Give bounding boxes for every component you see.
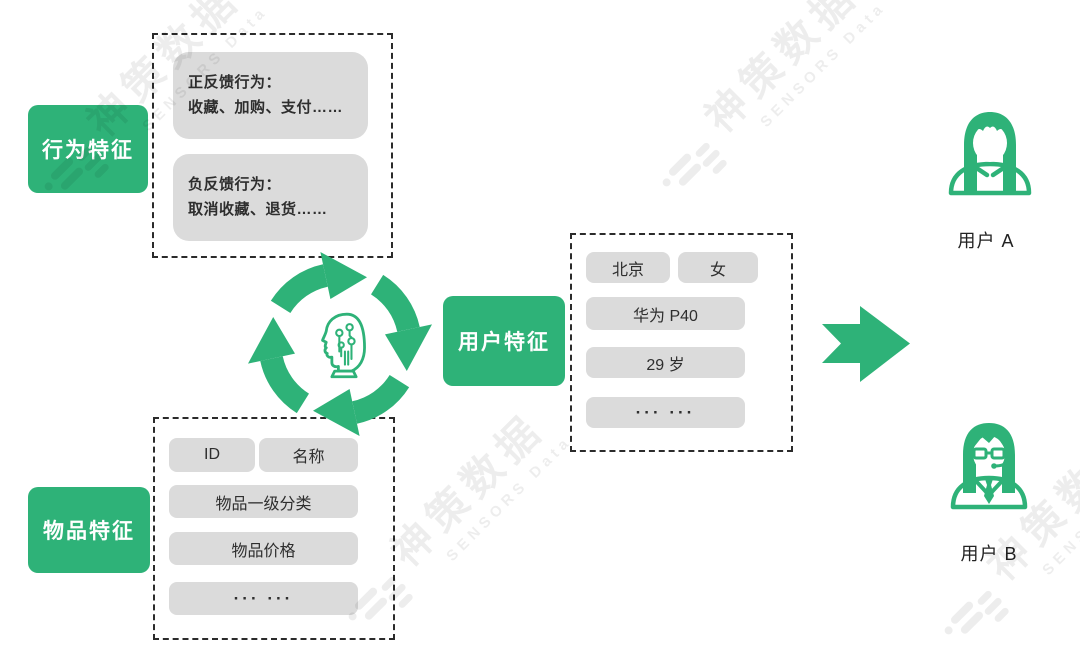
big-right-arrow-icon <box>822 306 910 382</box>
user-b-label: 用户 B <box>960 544 1018 564</box>
behavior-features-label-text: 行为特征 <box>42 139 134 162</box>
user-gender-text: 女 <box>709 261 726 279</box>
behavior-features-box <box>152 33 393 258</box>
item-features-label-text: 物品特征 <box>43 520 135 543</box>
user-city-text: 北京 <box>611 261 644 279</box>
item-more-pill: ··· ··· <box>169 582 358 615</box>
watermark-en-text: SENSORS Data <box>443 432 576 565</box>
user-features-label-text: 用户特征 <box>458 331 550 354</box>
watermark-en-text: SENSORS Data <box>1039 447 1080 579</box>
positive-feedback-title: 正反馈行为： <box>188 74 282 91</box>
item-category-text: 物品一级分类 <box>215 495 312 513</box>
user-more-pill: ··· ··· <box>586 397 745 428</box>
cycle-arrows-icon <box>230 252 450 454</box>
item-name-text: 名称 <box>292 449 325 466</box>
watermark-top-right: 神策数据 SENSORS Data <box>643 0 890 211</box>
item-id-pill: ID <box>169 438 255 472</box>
user-gender-pill: 女 <box>678 252 758 283</box>
user-device-pill: 华为 P40 <box>586 297 745 330</box>
behavior-features-label: 行为特征 <box>28 105 148 193</box>
positive-feedback-desc: 收藏、加购、支付…… <box>188 99 344 116</box>
female-avatar-icon <box>948 112 1032 196</box>
item-price-text: 物品价格 <box>231 542 296 560</box>
user-age-pill: 29 岁 <box>586 347 745 378</box>
watermark-cn-text: 神策数据 <box>696 0 868 142</box>
negative-feedback-desc: 取消收藏、退货…… <box>188 201 328 218</box>
item-id-text: ID <box>204 446 220 463</box>
ai-head-icon <box>321 312 366 379</box>
glasses-headset-avatar-icon <box>950 423 1028 510</box>
negative-feedback-card: 负反馈行为： 取消收藏、退货…… <box>173 154 368 241</box>
sensors-logo-icon <box>944 590 1009 635</box>
user-city-pill: 北京 <box>586 252 670 283</box>
user-features-box <box>570 233 793 452</box>
item-features-box <box>153 417 395 640</box>
item-more-dots: ··· ··· <box>233 588 294 608</box>
sensors-logo-icon <box>662 142 727 187</box>
item-name-pill: 名称 <box>259 438 358 472</box>
user-age-text: 29 岁 <box>646 356 685 374</box>
user-more-dots: ··· ··· <box>635 402 696 422</box>
user-a-label: 用户 A <box>957 231 1015 251</box>
item-category-pill: 物品一级分类 <box>169 485 358 518</box>
negative-feedback-title: 负反馈行为： <box>188 176 282 193</box>
watermark-en-text: SENSORS Data <box>757 0 890 131</box>
user-device-text: 华为 P40 <box>633 307 698 325</box>
item-features-label: 物品特征 <box>28 487 150 573</box>
item-price-pill: 物品价格 <box>169 532 358 565</box>
positive-feedback-card: 正反馈行为： 收藏、加购、支付…… <box>173 52 368 139</box>
user-features-label: 用户特征 <box>443 296 565 386</box>
